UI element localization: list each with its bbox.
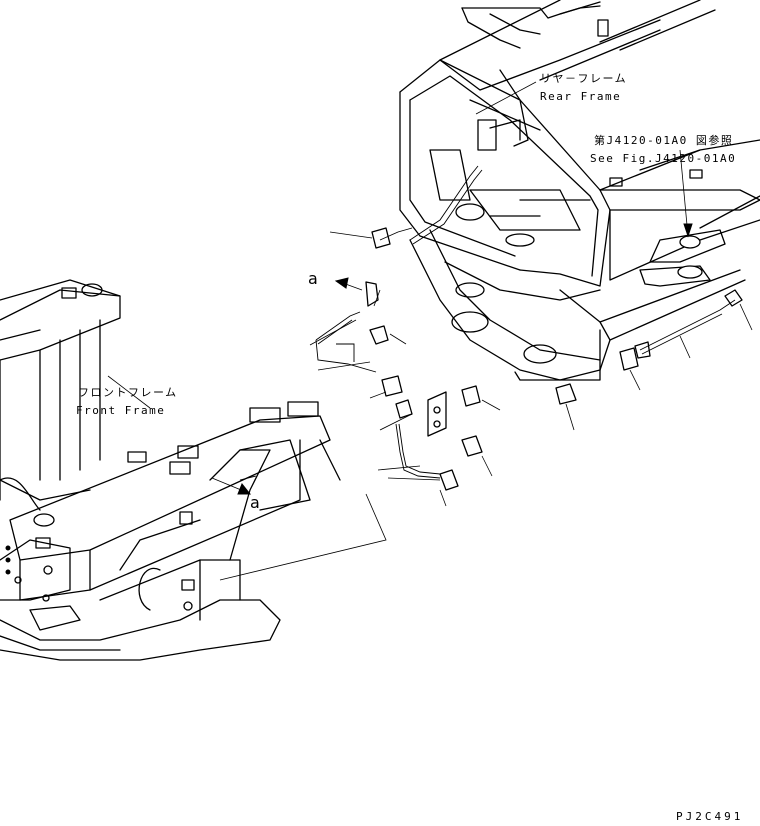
reference-label-jp: 第J4120-01A0 図参照 [594,133,733,147]
rear-frame [399,0,760,381]
front-frame-label-en: Front Frame [76,404,165,417]
leader-lines [107,81,753,581]
front-frame-label-jp: フロントフレーム [78,386,178,399]
callout-a-bottom: a [250,493,260,512]
front-frame [0,279,341,661]
drawing-code: PJ2C491 [676,810,743,823]
reference-label-en: See Fig.J4120-01A0 [590,152,736,165]
callout-a-top: a [308,269,318,288]
brake-piping [239,165,743,491]
rear-frame-label-jp: リヤ－フレーム [540,72,627,85]
rear-frame-label-en: Rear Frame [540,90,621,103]
